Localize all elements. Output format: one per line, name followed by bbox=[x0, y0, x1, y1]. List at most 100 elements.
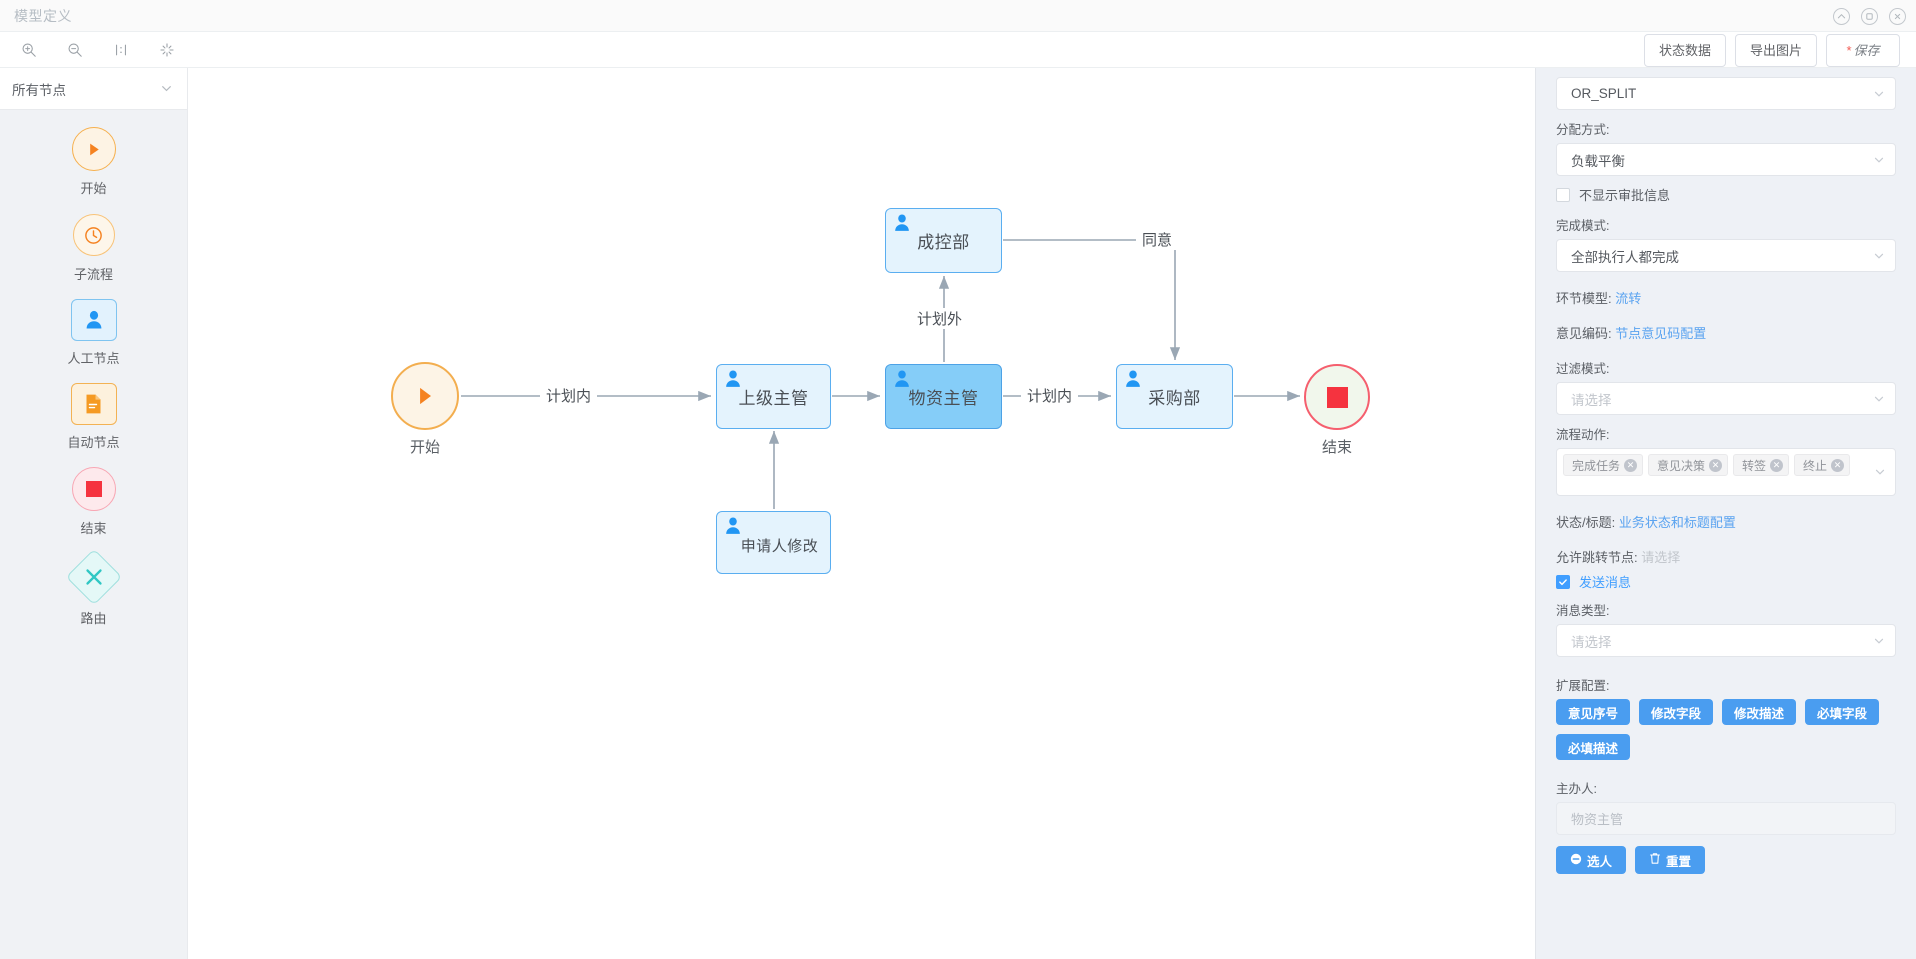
node-label: 上级主管 bbox=[738, 389, 809, 408]
palette-item-subprocess[interactable]: 子流程 bbox=[0, 212, 187, 295]
opinion-code-row: 意见编码: 节点意见码配置 bbox=[1556, 323, 1896, 342]
status-title-label: 状态/标题: bbox=[1556, 515, 1616, 530]
hide-approval-checkbox-row[interactable]: 不显示审批信息 bbox=[1556, 185, 1896, 204]
required-desc-button[interactable]: 必填描述 bbox=[1556, 734, 1631, 760]
allow-jump-value[interactable]: 请选择 bbox=[1641, 550, 1681, 565]
fit-width-icon[interactable] bbox=[110, 39, 132, 61]
status-title-link[interactable]: 业务状态和标题配置 bbox=[1618, 515, 1736, 530]
node-成控部[interactable]: 成控部 bbox=[885, 208, 1002, 273]
node-label: 申请人修改 bbox=[740, 538, 819, 555]
person-icon bbox=[893, 213, 911, 233]
allow-jump-label: 允许跳转节点: bbox=[1556, 550, 1638, 565]
top-action-buttons: 状态数据 导出图片 *保存 bbox=[1643, 34, 1900, 67]
chevron-down-icon bbox=[160, 82, 173, 95]
tag-remove-icon[interactable]: ✕ bbox=[1709, 458, 1723, 472]
hide-approval-label: 不显示审批信息 bbox=[1579, 188, 1671, 203]
node-上级主管[interactable]: 上级主管 bbox=[716, 364, 831, 429]
tag-remove-icon[interactable]: ✕ bbox=[1770, 458, 1784, 472]
owner-action-buttons: 选人 重置 bbox=[1556, 846, 1896, 874]
end-node-circle[interactable] bbox=[1304, 364, 1370, 430]
reset-button[interactable]: 重置 bbox=[1635, 846, 1706, 874]
assign-mode-value: 负载平衡 bbox=[1571, 153, 1625, 169]
node-palette: 所有节点 开始 bbox=[0, 68, 188, 959]
message-type-select[interactable]: 请选择 bbox=[1556, 624, 1896, 657]
tag-remove-icon[interactable]: ✕ bbox=[1831, 458, 1845, 472]
node-物资主管[interactable]: 物资主管 bbox=[885, 364, 1002, 429]
owner-label: 主办人: bbox=[1556, 782, 1597, 796]
complete-mode-label: 完成模式: bbox=[1556, 219, 1610, 233]
modify-desc-button[interactable]: 修改描述 bbox=[1722, 699, 1797, 725]
close-icon[interactable] bbox=[1889, 7, 1906, 25]
split-mode-select[interactable]: OR_SPLIT bbox=[1556, 77, 1896, 110]
chevron-up-icon[interactable] bbox=[1833, 7, 1850, 25]
filter-mode-label: 过滤模式: bbox=[1556, 362, 1610, 376]
properties-panel[interactable]: OR_SPLIT 分配方式: 负载平衡 不显示审批信息 完成模式: 全部执行人都… bbox=[1535, 68, 1916, 959]
node-start[interactable]: 开始 bbox=[391, 362, 459, 456]
complete-mode-value: 全部执行人都完成 bbox=[1571, 249, 1679, 265]
task-node-box-selected[interactable]: 物资主管 bbox=[885, 364, 1002, 429]
tag[interactable]: 完成任务✕ bbox=[1563, 454, 1644, 476]
save-button[interactable]: *保存 bbox=[1826, 34, 1900, 67]
hide-approval-checkbox[interactable] bbox=[1556, 187, 1570, 202]
status-title-row: 状态/标题: 业务状态和标题配置 bbox=[1556, 512, 1896, 531]
select-person-button[interactable]: 选人 bbox=[1556, 846, 1627, 874]
palette-item-label: 子流程 bbox=[73, 267, 113, 282]
palette-item-label: 自动节点 bbox=[67, 435, 120, 450]
zoom-in-icon[interactable] bbox=[18, 39, 40, 61]
palette-item-human-task[interactable]: 人工节点 bbox=[0, 298, 187, 379]
node-end[interactable]: 结束 bbox=[1304, 364, 1370, 456]
node-start-caption: 开始 bbox=[409, 439, 440, 456]
send-message-checkbox[interactable] bbox=[1556, 574, 1570, 589]
select-person-label: 选人 bbox=[1587, 854, 1613, 869]
palette-item-route[interactable]: 路由 bbox=[0, 548, 187, 639]
field-extend-config: 扩展配置: 意见序号 修改字段 修改描述 必填字段 必填描述 bbox=[1556, 675, 1896, 760]
process-actions-multiselect[interactable]: 完成任务✕ 意见决策✕ 转签✕ 终止✕ bbox=[1556, 448, 1896, 496]
palette-item-label: 开始 bbox=[80, 181, 107, 196]
trash-icon bbox=[1649, 852, 1661, 868]
tag[interactable]: 意见决策✕ bbox=[1648, 454, 1729, 476]
fit-screen-icon[interactable] bbox=[156, 39, 178, 61]
node-采购部[interactable]: 采购部 bbox=[1116, 364, 1233, 429]
tag[interactable]: 终止✕ bbox=[1794, 454, 1851, 476]
palette-item-auto-task[interactable]: 自动节点 bbox=[0, 382, 187, 463]
send-message-checkbox-row[interactable]: 发送消息 bbox=[1556, 572, 1896, 591]
node-model-label: 环节模型: bbox=[1556, 291, 1612, 306]
node-申请人修改[interactable]: 申请人修改 bbox=[716, 511, 831, 574]
modify-field-button[interactable]: 修改字段 bbox=[1639, 699, 1714, 725]
zoom-out-icon[interactable] bbox=[64, 39, 86, 61]
owner-input[interactable]: 物资主管 bbox=[1556, 802, 1896, 835]
flow-edges bbox=[461, 239, 1300, 509]
tag[interactable]: 转签✕ bbox=[1733, 454, 1790, 476]
palette-header-all-nodes[interactable]: 所有节点 bbox=[0, 68, 187, 110]
palette-item-end[interactable]: 结束 bbox=[0, 466, 187, 549]
stop-square-icon bbox=[71, 467, 116, 511]
save-button-label: 保存 bbox=[1853, 43, 1880, 58]
reset-label: 重置 bbox=[1666, 854, 1692, 869]
person-icon bbox=[724, 516, 742, 536]
field-filter-mode: 过滤模式: 请选择 bbox=[1556, 358, 1896, 415]
square-icon[interactable] bbox=[1861, 7, 1878, 25]
required-field-button[interactable]: 必填字段 bbox=[1805, 699, 1880, 725]
chevron-down-icon bbox=[1874, 466, 1886, 478]
complete-mode-select[interactable]: 全部执行人都完成 bbox=[1556, 239, 1896, 272]
state-data-button[interactable]: 状态数据 bbox=[1643, 34, 1726, 67]
task-node-box[interactable]: 申请人修改 bbox=[716, 511, 831, 574]
edge-label-mat-to-cost: 计划外 bbox=[911, 308, 969, 329]
palette-item-start[interactable]: 开始 bbox=[0, 126, 187, 209]
person-icon bbox=[70, 299, 117, 341]
start-node-circle[interactable] bbox=[391, 362, 459, 430]
export-image-button[interactable]: 导出图片 bbox=[1734, 34, 1817, 67]
field-owner: 主办人: 物资主管 选人 重置 bbox=[1556, 778, 1896, 874]
flow-canvas[interactable]: 开始 上级主管 物资主管 bbox=[188, 68, 1535, 959]
tag-remove-icon[interactable]: ✕ bbox=[1624, 458, 1638, 472]
node-model-link[interactable]: 流转 bbox=[1615, 291, 1642, 306]
filter-mode-select[interactable]: 请选择 bbox=[1556, 382, 1896, 415]
extend-config-buttons: 意见序号 修改字段 修改描述 必填字段 必填描述 bbox=[1556, 699, 1896, 760]
assign-mode-select[interactable]: 负载平衡 bbox=[1556, 143, 1896, 176]
opinion-seq-button[interactable]: 意见序号 bbox=[1556, 699, 1631, 725]
task-node-box[interactable]: 上级主管 bbox=[716, 364, 831, 429]
window-controls bbox=[1833, 0, 1906, 32]
task-node-box[interactable]: 采购部 bbox=[1116, 364, 1233, 429]
task-node-box[interactable]: 成控部 bbox=[885, 208, 1002, 273]
opinion-code-link[interactable]: 节点意见码配置 bbox=[1615, 326, 1707, 341]
